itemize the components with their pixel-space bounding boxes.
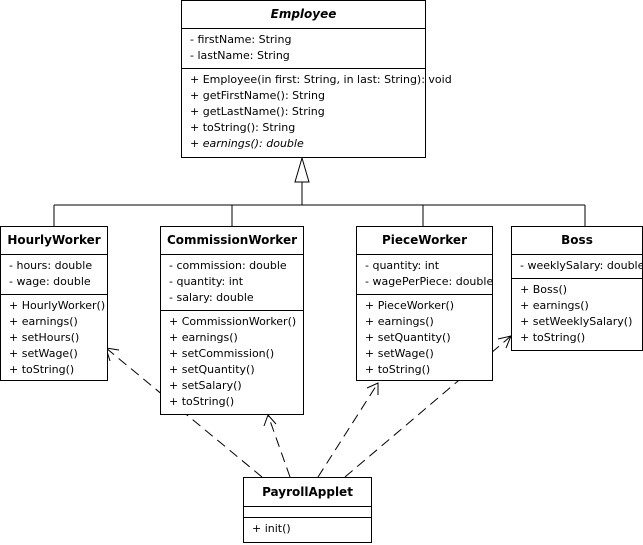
- operation: + getLastName(): String: [190, 105, 325, 118]
- attribute: - weeklySalary: double: [520, 259, 643, 272]
- class-name: PieceWorker: [382, 233, 467, 247]
- attribute: - firstName: String: [190, 33, 292, 46]
- class-name: HourlyWorker: [7, 233, 101, 247]
- attribute: - quantity: int: [365, 259, 440, 272]
- class-name: CommissionWorker: [166, 233, 298, 247]
- operation: + toString(): [169, 395, 235, 408]
- attribute: - wage: double: [9, 275, 91, 288]
- class-commission-worker[interactable]: CommissionWorker - commission: double - …: [160, 226, 304, 415]
- attribute: - quantity: int: [169, 275, 244, 288]
- operation: + setWeeklySalary(): [520, 315, 633, 328]
- class-payroll-applet[interactable]: PayrollApplet + init(): [243, 477, 372, 543]
- class-employee[interactable]: Employee - firstName: String - lastName:…: [181, 0, 452, 158]
- generalization-arrowhead: [294, 156, 310, 183]
- dependency-arrowhead-piece: [366, 382, 379, 395]
- class-name: PayrollApplet: [262, 485, 353, 499]
- attribute: - commission: double: [169, 259, 287, 272]
- operation: + getFirstName(): String: [190, 89, 325, 102]
- class-boss[interactable]: Boss - weeklySalary: double + Boss() + e…: [511, 226, 643, 351]
- class-piece-worker[interactable]: PieceWorker - quantity: int - wagePerPie…: [356, 226, 493, 381]
- operation: + HourlyWorker(): [9, 299, 106, 312]
- dependency-line-commission: [267, 414, 291, 478]
- operation: + setCommission(): [169, 347, 275, 360]
- operation: + toString(): [365, 363, 431, 376]
- operation: + earnings(): [365, 315, 434, 328]
- operation: + setQuantity(): [169, 363, 255, 376]
- class-hourly-worker[interactable]: HourlyWorker - hours: double - wage: dou…: [0, 226, 108, 381]
- operation: + PieceWorker(): [365, 299, 455, 312]
- operation: + Employee(in first: String, in last: St…: [190, 73, 452, 86]
- attribute-compartment: [244, 506, 371, 517]
- attribute: - wagePerPiece: double: [365, 275, 494, 288]
- operation: + setWage(): [9, 347, 78, 360]
- operation: + init(): [252, 522, 291, 535]
- operation: + setSalary(): [169, 379, 242, 392]
- dependency-arrowhead-commission: [263, 414, 277, 427]
- operation: + setHours(): [9, 331, 80, 344]
- operation: + toString(): String: [190, 121, 296, 134]
- operation: + earnings(): [169, 331, 238, 344]
- operation: + earnings(): double: [190, 137, 304, 150]
- class-name: Boss: [561, 233, 593, 247]
- attribute: - salary: double: [169, 291, 254, 304]
- operation: + earnings(): [520, 299, 589, 312]
- operation: + setQuantity(): [365, 331, 451, 344]
- class-name: Employee: [270, 7, 337, 21]
- operation: + Boss(): [520, 283, 568, 296]
- attribute: - lastName: String: [190, 49, 290, 62]
- operation: + earnings(): [9, 315, 78, 328]
- attribute: - hours: double: [9, 259, 93, 272]
- operation: + toString(): [9, 363, 75, 376]
- operation: + setWage(): [365, 347, 434, 360]
- operation: + CommissionWorker(): [169, 315, 297, 328]
- dependency-line-piece: [317, 382, 379, 478]
- operation: + toString(): [520, 331, 586, 344]
